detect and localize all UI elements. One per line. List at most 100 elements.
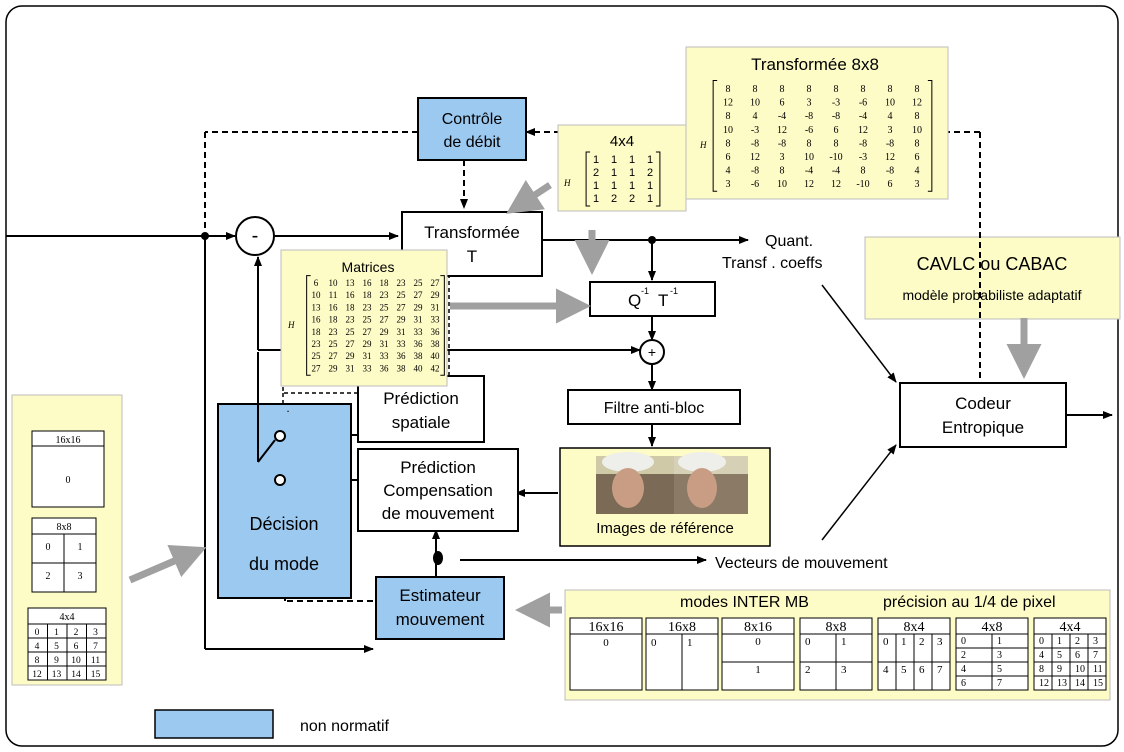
matrix8x8-cell: 10 [777,179,787,190]
matrices-cell: 23 [397,278,407,288]
matrix8x8-cell: 3 [780,152,785,163]
matrix4x4-cell: 1 [629,167,635,179]
matrix4x4-cell: 1 [593,154,599,166]
inter-4x4-cell: 2 [1075,636,1080,647]
matrix8x8-cell: -3 [751,125,759,136]
estimateur-line1: Estimateur [399,586,481,605]
intra-4x4-cell: 14 [71,670,81,680]
matrix8x8-cell: -4 [859,111,867,122]
matrix8x8-cell: -8 [886,166,894,177]
pred-spatiale-line1: Prédiction [383,389,459,408]
matrix8x8-cell: -8 [778,138,786,149]
matrix8x8-h-label: H [699,140,707,150]
intra-8x8-cell: 1 [78,542,83,553]
matrix8x8-cell: 12 [777,125,787,136]
matrix4x4-cell: 1 [647,193,653,205]
matrices-cell: 33 [414,327,424,337]
matrix8x8-cell: 6 [888,179,893,190]
matrix8x8-cell: 12 [885,152,895,163]
matrix8x8-cell: 8 [861,84,866,95]
inter-8x16-cell: 0 [755,636,761,648]
inter-4x4-title: 4x4 [1060,620,1081,635]
matrix8x8-cell: 8 [780,166,785,177]
matrices-cell: 29 [397,315,407,325]
matrices-cell: 18 [363,290,373,300]
pred-comp-line1: Prédiction [400,458,476,477]
inter-16x8-cell: 1 [687,637,693,649]
matrix4x4-cell: 2 [647,167,653,179]
matrices-cell: 23 [380,290,390,300]
matrices-cell: 27 [363,327,373,337]
matrices-cell: 38 [414,351,424,361]
matrix8x8-box [685,46,949,200]
controle-line1: Contrôle [442,111,503,128]
matrix8x8-cell: 8 [726,138,731,149]
intra-4x4-cell: 8 [35,656,40,666]
matrices-cell: 29 [363,339,373,349]
inter-16x8-cell: 0 [651,637,657,649]
matrix8x8-cell: 8 [726,111,731,122]
matrices-cell: 27 [346,339,356,349]
inter-4x4-cell: 0 [1039,636,1044,647]
matrix8x8-cell: -6 [751,179,759,190]
vecteurs-label: Vecteurs de mouvement [715,555,888,572]
switch-arm [257,439,276,463]
matrices-cell: 42 [431,363,440,373]
matrices-cell: 38 [397,363,407,373]
matrix8x8-cell: 3 [915,179,920,190]
matrices-cell: 18 [346,302,356,312]
inter-4x4-cell: 12 [1039,678,1049,689]
matrix8x8-cell: 12 [912,98,922,109]
matrices-cell: 27 [380,315,390,325]
matrix4x4-bracket-right [655,151,661,207]
matrix8x8-cell: -4 [778,111,786,122]
matrices-cell: 36 [414,339,424,349]
inter-4x4-cell: 14 [1075,678,1085,689]
inter-4x8-cell: 7 [997,678,1002,689]
matrices-cell: 13 [312,302,322,312]
inter-8x8-title: 8x8 [826,620,847,635]
intra-4x4-cell: 11 [91,656,100,666]
matrices-cell: 13 [346,278,356,288]
matrix8x8-cell: 8 [888,84,893,95]
matrices-cell: 33 [397,339,407,349]
matrices-title: Matrices [342,259,395,275]
subtractor-node [235,216,275,256]
matrix8x8-cell: 6 [780,98,785,109]
subtractor-sign: - [252,225,259,247]
inter-8x16-cell: 1 [755,664,761,676]
matrices-bracket-right [440,275,445,376]
inter-8x4-cell: 1 [901,636,907,648]
matrix4x4-bracket-left [585,151,591,207]
inter-16x8-title: 16x8 [668,620,696,635]
matrix4x4-cell: 1 [611,154,617,166]
intra-4x4-cell: 2 [74,628,79,638]
inter-8x16-title: 8x16 [744,620,772,635]
matrix4x4-h-label: H [563,178,571,188]
matrix8x8-cell: 6 [726,152,731,163]
matrix8x8-cell: 10 [885,98,895,109]
matrix8x8-cell: 4 [915,166,920,177]
inter-16x16-title: 16x16 [589,620,624,635]
quant-line2: Transf . coeffs [722,255,822,272]
matrix8x8-cell: 3 [888,125,893,136]
matrix4x4-cell: 1 [593,193,599,205]
intra-8x8-cell: 2 [46,571,51,582]
inter-4x4-cell: 11 [1093,664,1103,675]
matrix8x8-cell: -6 [859,98,867,109]
inter-4x4-cell: 7 [1093,650,1098,661]
matrices-cell: 31 [431,302,440,312]
inter-4x8-cell: 0 [961,636,966,647]
matrices-cell: 31 [380,339,389,349]
matrix8x8-cell: 12 [723,98,733,109]
matrix8x8-cell: -8 [886,138,894,149]
intra-4x4-cell: 5 [54,642,59,652]
matrices-cell: 33 [363,363,373,373]
matrices-cell: 36 [397,351,407,361]
junction-vectors [433,551,443,565]
prediction-compensation-block [357,448,519,532]
matrix8x8-cell: -4 [805,166,813,177]
matrices-cell: 10 [312,290,322,300]
inter-4x8-cell: 6 [961,678,966,689]
